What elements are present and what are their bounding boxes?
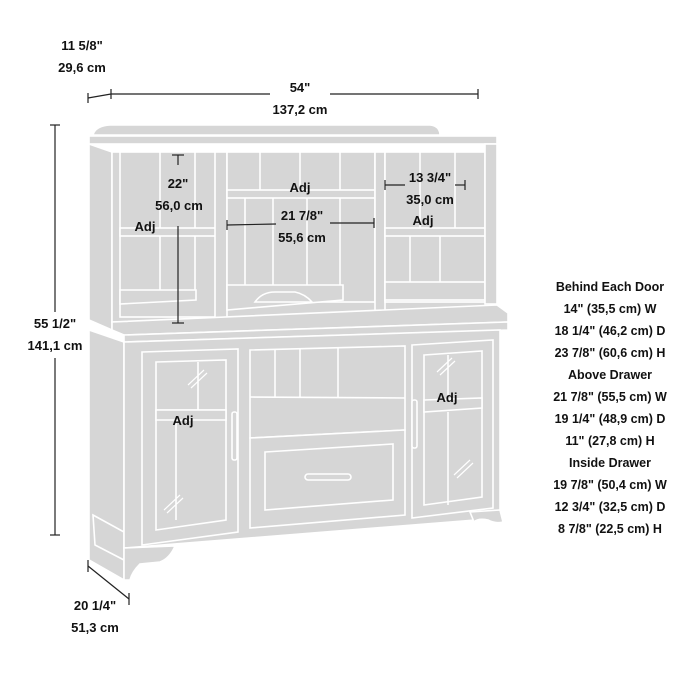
height-inches: 55 1/2" — [33, 316, 77, 331]
left-door-handle — [231, 411, 238, 461]
interior-specs-panel: Behind Each Door 14" (35,5 cm) W 18 1/4"… — [522, 276, 698, 540]
adj-label-hutch-center: Adj — [289, 180, 311, 195]
spec-inside-drawer-height: 8 7/8" (22,5 cm) H — [558, 522, 662, 536]
center-open-shelf — [249, 345, 406, 439]
hutch-center-width-cm: 55,6 cm — [278, 230, 326, 245]
spec-behind-door-height: 23 7/8" (60,6 cm) H — [554, 346, 666, 360]
spec-behind-door-depth: 18 1/4" (46,2 cm) D — [554, 324, 666, 338]
spec-behind-door-width: 14" (35,5 cm) W — [563, 302, 657, 316]
adj-label-door-right: Adj — [436, 390, 458, 405]
height-cm: 141,1 cm — [27, 338, 83, 353]
spec-above-drawer-depth: 19 1/4" (48,9 cm) D — [554, 412, 666, 426]
depth-bottom-inches: 20 1/4" — [73, 598, 117, 613]
hutch-center-width-inches: 21 7/8" — [280, 208, 324, 223]
drawer-handle — [304, 473, 352, 481]
cable-cutout — [253, 291, 314, 303]
spec-heading-inside-drawer: Inside Drawer — [569, 456, 651, 470]
width-inches: 54" — [289, 80, 311, 95]
hutch-right-side — [484, 143, 498, 305]
hutch-top-rail — [88, 135, 498, 145]
hutch-right-shelf — [384, 227, 486, 237]
hutch-opening-height-inches: 22" — [167, 176, 189, 191]
spec-heading-above-drawer: Above Drawer — [567, 368, 653, 382]
right-front-foot — [468, 509, 504, 524]
hutch-side-width-inches: 13 3/4" — [408, 170, 452, 185]
dimension-lines — [50, 89, 479, 605]
right-door-handle — [411, 399, 418, 449]
hutch-right-compartment — [384, 151, 486, 303]
depth-top-cm: 29,6 cm — [58, 60, 106, 75]
hutch-right-divider — [374, 151, 386, 321]
spec-above-drawer-height: 11" (27,8 cm) H — [565, 434, 655, 448]
width-cm: 137,2 cm — [272, 102, 328, 117]
adj-label-hutch-left: Adj — [134, 219, 156, 234]
spec-inside-drawer-width: 19 7/8" (50,4 cm) W — [553, 478, 667, 492]
hutch-opening-height-cm: 56,0 cm — [155, 198, 203, 213]
adj-label-door-left: Adj — [172, 413, 194, 428]
left-door-shelf — [155, 409, 227, 421]
glass-reflections — [163, 357, 474, 514]
hutch-left-divider — [214, 151, 228, 321]
spec-heading-behind-door: Behind Each Door — [555, 280, 665, 294]
spec-above-drawer-width: 21 7/8" (55,5 cm) W — [553, 390, 667, 404]
left-front-foot — [123, 545, 177, 581]
hutch-center-compartment — [226, 151, 376, 303]
spec-inside-drawer-depth: 12 3/4" (32,5 cm) D — [554, 500, 666, 514]
right-door-shelf — [423, 397, 483, 413]
depth-top-inches: 11 5/8" — [61, 38, 103, 53]
adj-label-hutch-right: Adj — [412, 213, 434, 228]
hutch-crown — [92, 124, 441, 136]
hutch-side-width-cm: 35,0 cm — [406, 192, 454, 207]
hutch-left-side — [88, 142, 113, 332]
depth-bottom-cm: 51,3 cm — [71, 620, 119, 635]
